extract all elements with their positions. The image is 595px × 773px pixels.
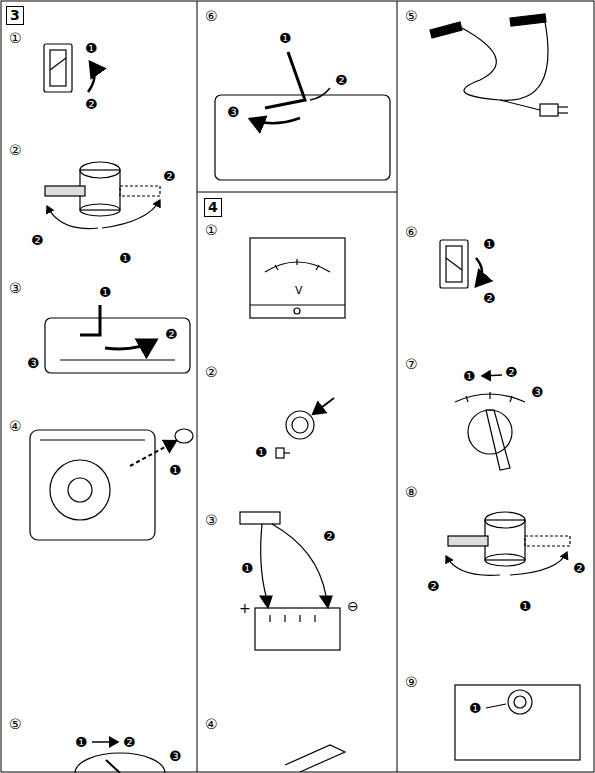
callout-number: ❷ xyxy=(504,364,519,381)
step-number: ③ xyxy=(204,512,219,529)
callout-number: ❷ xyxy=(322,528,337,545)
callout-number: ❶ xyxy=(118,250,133,267)
step-number: ⑨ xyxy=(404,674,419,691)
callout-number: ❸ xyxy=(226,104,241,121)
step-number: ⑥ xyxy=(404,224,419,241)
callout-number: ❶ xyxy=(468,700,483,717)
step-number: ③ xyxy=(8,280,23,297)
callout-number: ❶ xyxy=(254,444,269,461)
symbol-label: V xyxy=(294,284,304,298)
callout-number: ❶ xyxy=(482,236,497,253)
callout-number: ❸ xyxy=(168,748,183,765)
section-number-box: 4 xyxy=(204,198,222,217)
callout-number: ❷ xyxy=(334,72,349,89)
callout-number: ❷ xyxy=(426,578,441,595)
callout-number: ❷ xyxy=(84,96,99,113)
callout-number: ❶ xyxy=(278,30,293,47)
step-number: ④ xyxy=(204,716,219,733)
callout-number: ❶ xyxy=(462,368,477,385)
section-number: 3 xyxy=(10,7,20,23)
callout-number: ❷ xyxy=(572,560,587,577)
step-number: ⑤ xyxy=(8,716,23,733)
step-number: ② xyxy=(8,142,23,159)
callout-number: ❸ xyxy=(530,384,545,401)
section-number: 4 xyxy=(208,199,218,215)
callout-number: ❷ xyxy=(482,290,497,307)
step-number: ⑧ xyxy=(404,484,419,501)
step-number: ① xyxy=(8,30,23,47)
step-number: ⑤ xyxy=(404,8,419,25)
step-number: ⑥ xyxy=(204,8,219,25)
callout-number: ❶ xyxy=(518,598,533,615)
callout-number: ❶ xyxy=(168,462,183,479)
symbol-label: + xyxy=(238,600,252,617)
step-number: ④ xyxy=(8,418,23,435)
callout-number: ❷ xyxy=(30,232,45,249)
callout-number: ❷ xyxy=(162,168,177,185)
step-number: ① xyxy=(204,222,219,239)
step-number: ② xyxy=(204,364,219,381)
callout-number: ❶ xyxy=(98,284,113,301)
callout-number: ❷ xyxy=(122,734,137,751)
callout-number: ❸ xyxy=(26,355,41,372)
callout-number: ❶ xyxy=(240,560,255,577)
callout-number: ❷ xyxy=(164,326,179,343)
callout-number: ❶ xyxy=(84,40,99,57)
section-number-box: 3 xyxy=(6,6,24,25)
symbol-label: ⊖ xyxy=(346,598,360,615)
step-number: ⑦ xyxy=(404,356,419,373)
callout-number: ❶ xyxy=(74,734,89,751)
